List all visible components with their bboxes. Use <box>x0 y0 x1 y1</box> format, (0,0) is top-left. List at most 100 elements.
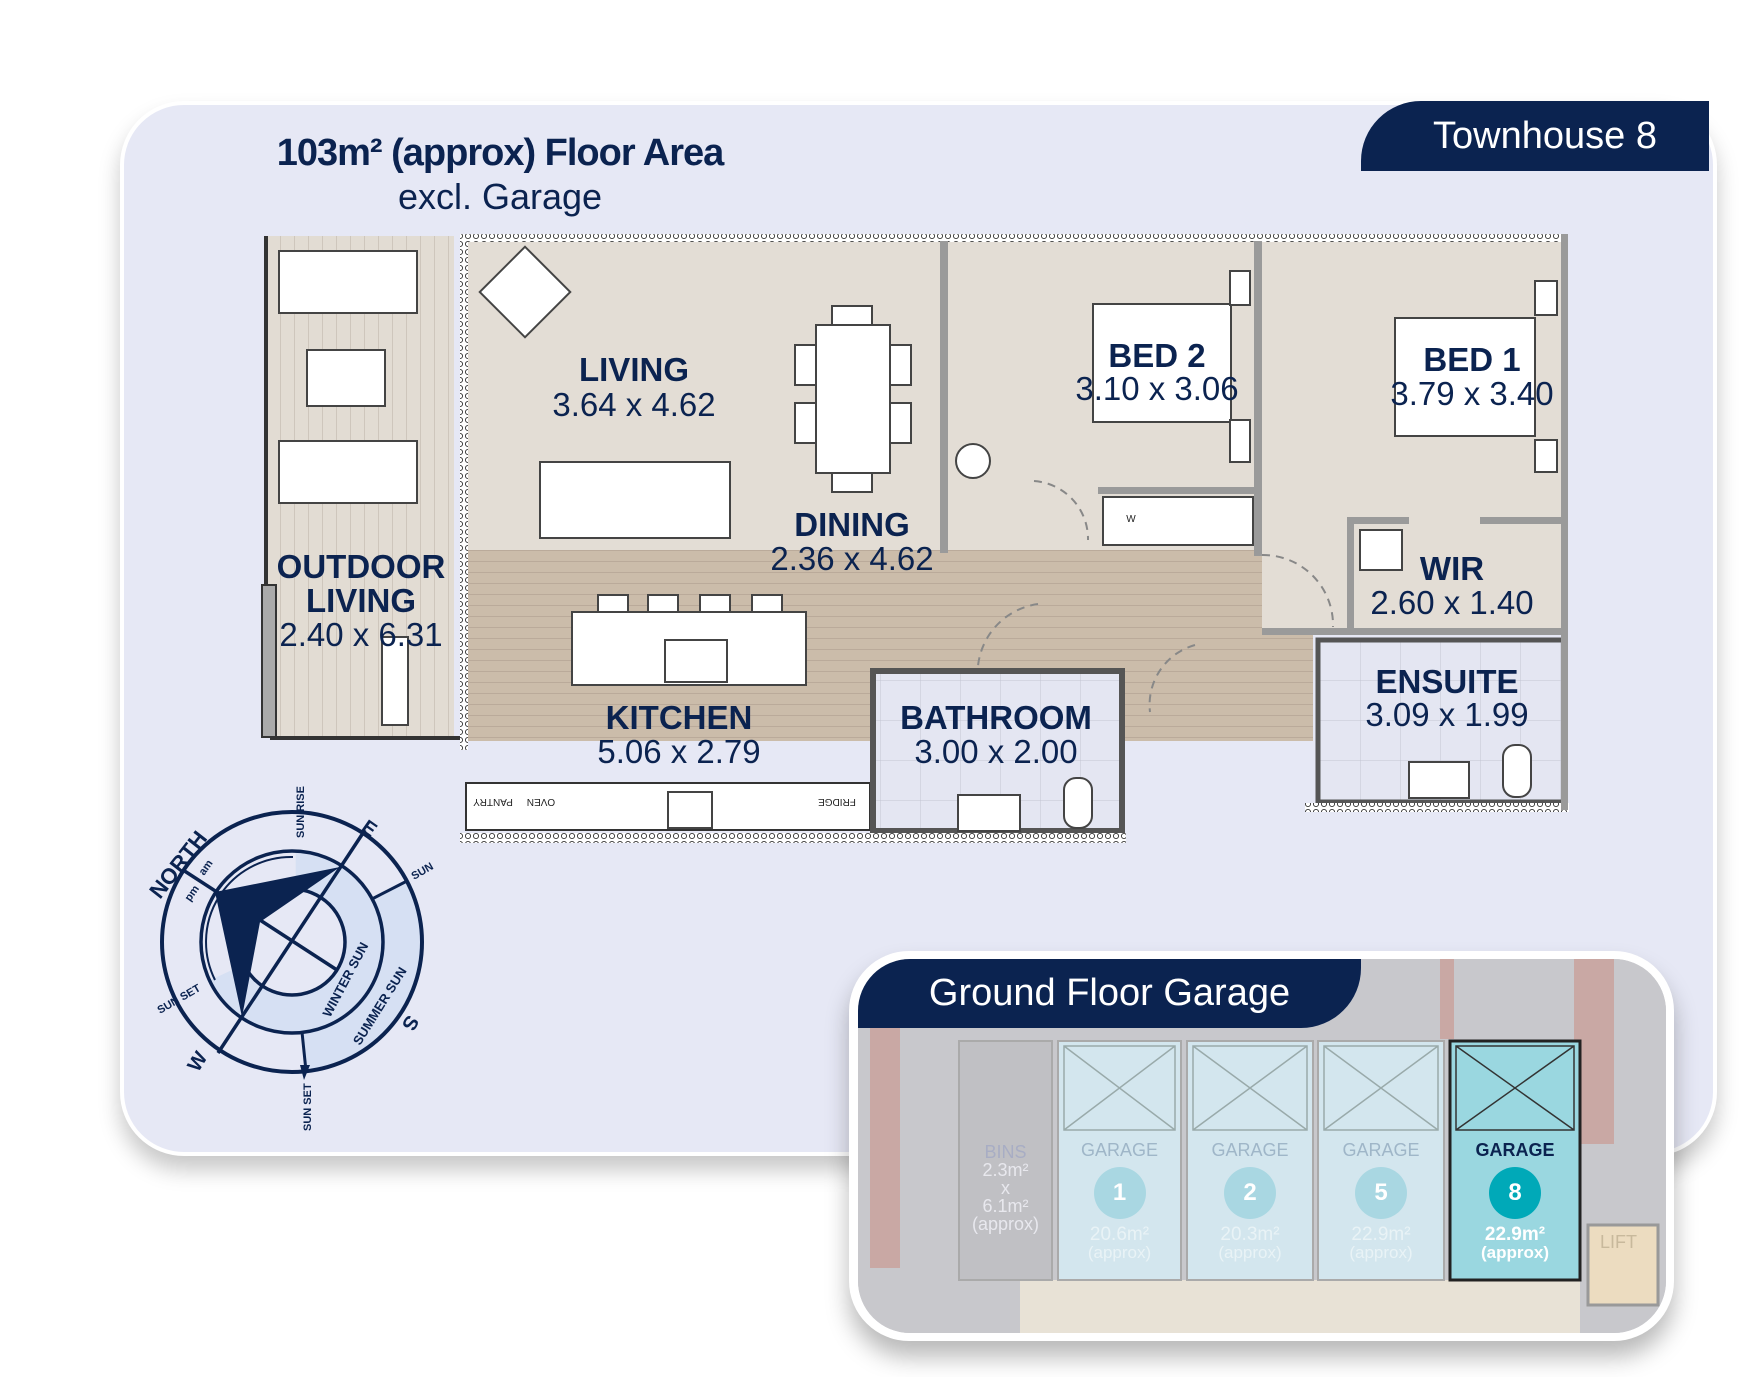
fridge-label: FRIDGE <box>818 796 856 807</box>
garage-number-badge: 2 <box>1224 1167 1276 1219</box>
pantry-label: PANTRY <box>473 796 513 807</box>
garage-area: 22.9m² <box>1484 1224 1546 1245</box>
outdoor-sofa-top <box>278 250 418 314</box>
armchair <box>478 245 572 339</box>
north-arrow-icon <box>215 867 340 1017</box>
garage-label: GARAGE <box>1211 1140 1289 1160</box>
lift-label: LIFT <box>1600 1232 1638 1252</box>
sofa <box>539 461 731 539</box>
plan-furniture <box>278 245 1558 832</box>
garage-approx: (approx) <box>1349 1243 1413 1262</box>
sunset-left-label: SUN SET <box>156 982 204 1016</box>
wir-shelf <box>1359 529 1403 571</box>
garage-approx: (approx) <box>1218 1243 1282 1262</box>
ensuite-vanity <box>1408 761 1470 799</box>
bed-1 <box>1394 317 1536 437</box>
garage-2[interactable]: GARAGE 2 20.3m² (approx) <box>1187 1140 1313 1261</box>
garage-8[interactable]: GARAGE 8 22.9m² (approx) <box>1450 1140 1580 1261</box>
wir-dims: 2.60 x 1.40 <box>1370 584 1533 621</box>
garage-space[interactable] <box>1186 1040 1314 1281</box>
garage-space[interactable] <box>1448 1039 1582 1282</box>
lift-box <box>1586 1223 1660 1307</box>
wir-name: WIR <box>1420 550 1484 587</box>
garage-number-badge: 8 <box>1489 1167 1541 1219</box>
bins-line3: 6.1m² <box>982 1196 1029 1216</box>
sunset-bottom-label: SUN SET <box>302 1083 314 1131</box>
living-dims: 3.64 x 4.62 <box>552 386 715 423</box>
garage-space[interactable] <box>1317 1040 1445 1281</box>
bathroom-name: BATHROOM <box>900 699 1092 736</box>
middle-ring <box>199 849 385 1035</box>
garage-label: GARAGE <box>1080 1140 1159 1160</box>
bins-line4: (approx) <box>971 1214 1040 1234</box>
dining-table <box>815 324 891 474</box>
bins-label: BINS <box>984 1142 1027 1162</box>
garage-section-title: Ground Floor Garage <box>858 959 1361 1028</box>
outdoor-name-1: OUTDOOR <box>277 548 446 585</box>
sun-right-label: SUN <box>410 861 436 883</box>
floor-area-title: 103m² (approx) Floor Area <box>276 132 725 174</box>
sun-compass <box>160 810 424 1080</box>
washer <box>955 443 991 479</box>
laundry <box>1102 496 1254 546</box>
garage-5[interactable]: GARAGE 5 22.9m² (approx) <box>1318 1140 1444 1261</box>
garage-door-marker <box>1063 1045 1176 1131</box>
garage-space[interactable] <box>1057 1040 1182 1281</box>
unit-tab: Townhouse 8 <box>1361 101 1709 171</box>
cooktop <box>667 791 713 829</box>
bed1-floor <box>1262 241 1562 634</box>
garage-number-badge: 5 <box>1355 1167 1407 1219</box>
kitchen-sink <box>664 639 728 683</box>
bins-area <box>958 1040 1053 1281</box>
pm-label: pm <box>183 883 202 904</box>
bins-line1: 2.3m² <box>982 1160 1029 1180</box>
hall-floor-right <box>1120 634 1313 741</box>
sunrise-label: SUN RISE <box>295 786 307 838</box>
am-label: am <box>197 858 216 878</box>
ensuite-toilet <box>1502 744 1532 798</box>
oven-label: OVEN <box>527 796 555 807</box>
garage-approx: (approx) <box>1481 1243 1549 1262</box>
bed1-name: BED 1 <box>1423 341 1520 378</box>
bed1-dims: 3.79 x 3.40 <box>1390 375 1553 412</box>
garage-door-marker <box>1192 1045 1308 1131</box>
plan-walls <box>261 234 1569 843</box>
bathroom-dims: 3.00 x 2.00 <box>914 733 1077 770</box>
outer-ring <box>160 810 424 1074</box>
bath-vanity <box>957 794 1021 832</box>
garage-1[interactable]: GARAGE 1 20.6m² (approx) <box>1058 1140 1181 1261</box>
washer-label: W <box>1126 514 1136 525</box>
garden-strip <box>870 1028 900 1268</box>
outdoor-bench <box>381 636 409 726</box>
garage-area: 22.9m² <box>1351 1224 1411 1245</box>
dining-name: DINING <box>794 506 910 543</box>
garage-door-marker <box>1323 1045 1439 1131</box>
outdoor-table <box>306 349 386 407</box>
outdoor-sofa-bottom <box>278 440 418 504</box>
bed-2 <box>1092 303 1232 423</box>
corridor <box>1020 1280 1580 1333</box>
compass-west: W <box>184 1048 213 1076</box>
bins-line2: x <box>1001 1178 1010 1198</box>
ensuite-name: ENSUITE <box>1375 663 1518 700</box>
kitchen-dims: 5.06 x 2.79 <box>597 733 760 770</box>
garage-label: GARAGE <box>1475 1140 1555 1160</box>
kitchen-name: KITCHEN <box>606 699 753 736</box>
living-name: LIVING <box>579 351 689 388</box>
dining-dims: 2.36 x 4.62 <box>770 540 933 577</box>
bins-label-group: BINS 2.3m² x 6.1m² (approx) <box>959 1143 1052 1233</box>
garage-number-badge: 1 <box>1093 1167 1146 1219</box>
garage-approx: (approx) <box>1087 1243 1152 1262</box>
garage-area: 20.3m² <box>1220 1224 1280 1245</box>
outdoor-name-2: LIVING <box>306 582 416 619</box>
garage-door-marker <box>1455 1045 1575 1131</box>
garage-label: GARAGE <box>1342 1140 1420 1160</box>
bath-toilet <box>1063 777 1093 829</box>
outdoor-dims: 2.40 x 6.31 <box>279 616 442 653</box>
bed2-name: BED 2 <box>1108 337 1205 374</box>
garage-area: 20.6m² <box>1089 1224 1150 1245</box>
door-swings <box>977 480 1335 713</box>
ensuite-dims: 3.09 x 1.99 <box>1365 696 1528 733</box>
bed2-dims: 3.10 x 3.06 <box>1075 370 1238 407</box>
